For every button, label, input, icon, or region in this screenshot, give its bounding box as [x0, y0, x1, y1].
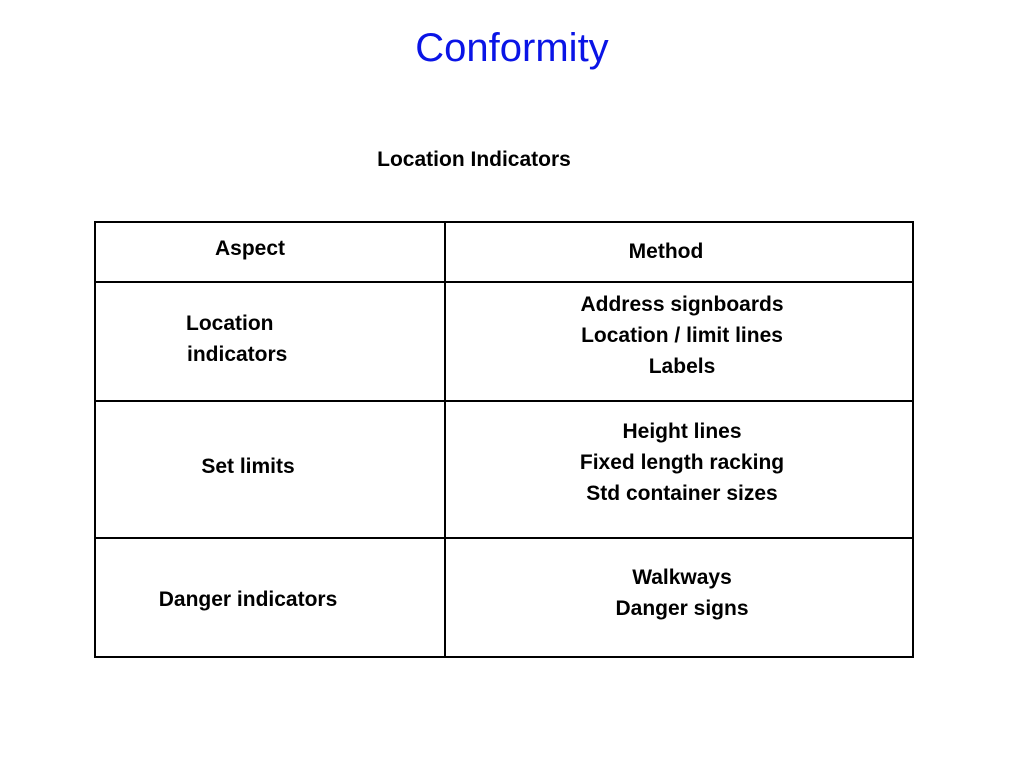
- table-caption: Location Indicators: [377, 148, 571, 171]
- method-text-line: Height lines: [622, 420, 742, 443]
- column-divider: [444, 223, 446, 656]
- aspect-text-line: Danger indicators: [158, 588, 338, 611]
- row-divider: [96, 537, 912, 539]
- method-text-line: Std container sizes: [586, 482, 778, 505]
- method-cell: Address signboards Location / limit line…: [520, 289, 844, 382]
- method-text-line: Labels: [648, 355, 716, 378]
- aspect-text-line: Set limits: [201, 455, 295, 478]
- aspect-cell: Set limits: [168, 451, 328, 482]
- slide-title: Conformity: [415, 26, 609, 70]
- aspect-cell: Danger indicators: [116, 584, 380, 615]
- row-divider: [96, 400, 912, 402]
- aspect-text-line: Location: [186, 312, 274, 335]
- header-method: Method: [628, 240, 704, 263]
- method-text-line: Address signboards: [580, 293, 784, 316]
- method-text-line: Fixed length racking: [579, 451, 785, 474]
- header-aspect: Aspect: [214, 237, 286, 260]
- method-text-line: Danger signs: [615, 597, 749, 620]
- method-text-line: Walkways: [632, 566, 732, 589]
- aspect-cell: Location indicators: [186, 308, 386, 370]
- method-cell: Walkways Danger signs: [520, 562, 844, 624]
- row-divider: [96, 281, 912, 283]
- conformity-table: Aspect Method Location indicators Addres…: [94, 221, 914, 658]
- method-cell: Height lines Fixed length racking Std co…: [520, 416, 844, 509]
- aspect-text-line: indicators: [187, 343, 288, 366]
- method-text-line: Location / limit lines: [581, 324, 783, 347]
